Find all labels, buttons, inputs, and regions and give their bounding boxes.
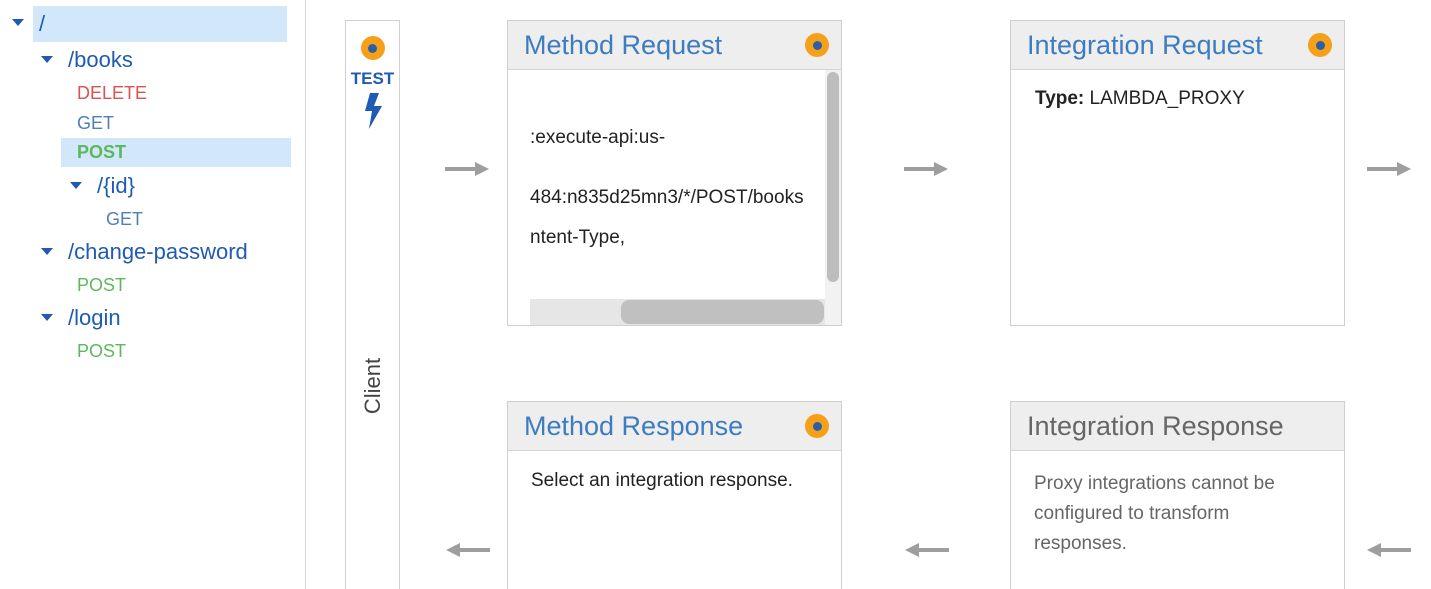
method-request-line: :execute-api:us-: [530, 127, 666, 148]
tree-login-label[interactable]: /login: [68, 305, 121, 330]
lightning-bolt-icon[interactable]: [362, 93, 384, 129]
method-response-body: Select an integration response.: [508, 451, 841, 492]
integration-response-text: Proxy integrations cannot be configured …: [1034, 473, 1275, 554]
method-request-body: :execute-api:us- 484:n835d25mn3/*/POST/b…: [508, 70, 841, 325]
integration-type-key: Type:: [1035, 88, 1085, 109]
integration-type-value: LAMBDA_PROXY: [1089, 88, 1245, 109]
test-label[interactable]: TEST: [350, 69, 395, 88]
method-get-label[interactable]: GET: [106, 208, 144, 229]
method-post-label[interactable]: POST: [77, 142, 127, 162]
tree-method-login-post[interactable]: POST: [77, 340, 126, 362]
tree-id-label[interactable]: /{id}: [97, 173, 135, 198]
method-post-label[interactable]: POST: [77, 340, 127, 361]
integration-response-body: Proxy integrations cannot be configured …: [1011, 451, 1344, 559]
method-request-line: ntent-Type,: [530, 227, 626, 248]
horizontal-scrollbar-thumb[interactable]: [621, 300, 824, 324]
arrow-right-icon: [1367, 162, 1411, 176]
tree-change-password-label[interactable]: /change-password: [68, 239, 248, 264]
method-response-title[interactable]: Method Response: [524, 410, 744, 441]
arrow-left-icon: [446, 543, 490, 557]
tree-root-label[interactable]: /: [39, 11, 46, 36]
arrow-right-icon: [904, 162, 948, 176]
resource-tree: / /books DELETE GET POST /{id} GET /chan…: [0, 0, 306, 589]
tree-item-id[interactable]: /{id}: [97, 172, 135, 200]
caret-down-icon[interactable]: [41, 56, 53, 63]
tree-item-change-password[interactable]: /change-password: [68, 238, 248, 266]
test-button[interactable]: TEST: [346, 36, 399, 129]
caret-down-icon[interactable]: [41, 314, 53, 321]
tree-method-id-get[interactable]: GET: [106, 208, 143, 230]
method-response-header: Method Response: [508, 402, 841, 451]
info-dot-icon: [360, 36, 385, 60]
tree-root-row[interactable]: /: [33, 6, 287, 42]
info-dot-icon[interactable]: [1308, 33, 1332, 57]
vertical-scrollbar[interactable]: [825, 70, 841, 325]
client-column: TEST Client: [345, 20, 400, 589]
tree-method-books-get[interactable]: GET: [77, 112, 114, 134]
method-response-panel: Method Response Select an integration re…: [507, 401, 842, 589]
method-request-panel: Method Request :execute-api:us- 484:n835…: [507, 20, 842, 326]
integration-request-body: Type: LAMBDA_PROXY: [1011, 70, 1344, 110]
integration-request-header: Integration Request: [1011, 21, 1344, 70]
integration-response-title: Integration Response: [1027, 410, 1284, 441]
tree-method-books-post-selected[interactable]: POST: [61, 138, 291, 167]
tree-method-change-password-post[interactable]: POST: [77, 274, 126, 296]
method-get-label[interactable]: GET: [77, 112, 115, 133]
tree-item-login[interactable]: /login: [68, 304, 121, 332]
horizontal-scrollbar[interactable]: [530, 299, 825, 325]
tree-method-books-delete[interactable]: DELETE: [77, 82, 147, 104]
method-request-title[interactable]: Method Request: [524, 29, 723, 60]
info-dot-icon[interactable]: [805, 414, 829, 438]
method-post-label[interactable]: POST: [77, 274, 127, 295]
client-label: Client: [360, 357, 385, 415]
integration-request-title[interactable]: Integration Request: [1027, 29, 1263, 60]
integration-response-panel: Integration Response Proxy integrations …: [1010, 401, 1345, 589]
method-delete-label[interactable]: DELETE: [77, 82, 148, 103]
integration-response-header: Integration Response: [1011, 402, 1344, 451]
integration-request-panel: Integration Request Type: LAMBDA_PROXY: [1010, 20, 1345, 326]
tree-books-label[interactable]: /books: [68, 47, 133, 72]
arrow-right-icon: [445, 162, 489, 176]
method-request-header: Method Request: [508, 21, 841, 70]
info-dot-icon[interactable]: [805, 33, 829, 57]
arrow-left-icon: [905, 543, 949, 557]
caret-down-icon[interactable]: [12, 19, 24, 26]
tree-item-books[interactable]: /books: [68, 46, 133, 74]
vertical-scrollbar-thumb[interactable]: [827, 72, 839, 282]
caret-down-icon[interactable]: [70, 182, 82, 189]
arrow-left-icon: [1367, 543, 1411, 557]
method-request-line: 484:n835d25mn3/*/POST/books: [530, 187, 804, 208]
method-response-text: Select an integration response.: [531, 470, 793, 491]
caret-down-icon[interactable]: [41, 248, 53, 255]
